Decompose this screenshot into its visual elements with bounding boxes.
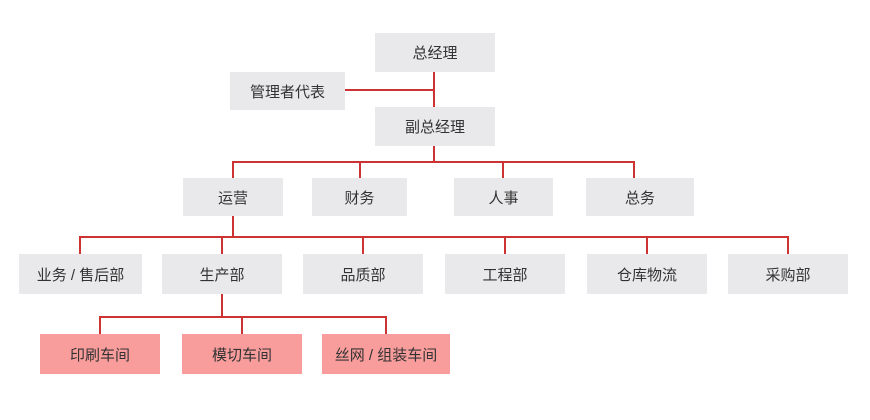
connector-drop-finance [359, 162, 361, 178]
node-quality: 品质部 [303, 254, 423, 294]
connector-drop-engineering [504, 237, 506, 254]
bus-departments [79, 236, 789, 238]
node-sales-after-sales: 业务 / 售后部 [19, 254, 142, 294]
node-hr: 人事 [454, 178, 553, 216]
node-printing-workshop: 印刷车间 [40, 334, 160, 374]
node-operations: 运营 [183, 178, 283, 216]
node-engineering: 工程部 [445, 254, 565, 294]
connector-drop-production [221, 237, 223, 254]
connector-drop-general-affairs [633, 162, 635, 178]
node-deputy-general-manager: 副总经理 [375, 107, 495, 146]
connector-drop-screen-assembly [385, 317, 387, 334]
connector-drop-purchasing [787, 237, 789, 254]
bus-divisions [232, 161, 635, 163]
node-purchasing: 采购部 [728, 254, 848, 294]
connector-drop-printing [99, 317, 101, 334]
connector-operations-to-departments [232, 216, 234, 238]
connector-production-to-workshops [221, 294, 223, 318]
connector-drop-sales-after-sales [79, 237, 81, 254]
node-production: 生产部 [162, 254, 282, 294]
connector-drop-die-cutting [241, 317, 243, 334]
node-general-affairs: 总务 [586, 178, 694, 216]
node-finance: 财务 [312, 178, 407, 216]
connector-drop-quality [362, 237, 364, 254]
connector-drop-hr [502, 162, 504, 178]
connector-drop-operations [232, 162, 234, 178]
bus-workshops [99, 316, 387, 318]
node-die-cutting-workshop: 模切车间 [182, 334, 302, 374]
node-screen-assembly-workshop: 丝网 / 组装车间 [322, 334, 450, 374]
node-management-representative: 管理者代表 [230, 72, 345, 110]
node-warehouse-logistics: 仓库物流 [587, 254, 707, 294]
node-general-manager: 总经理 [375, 33, 495, 72]
connector-management-representative [345, 89, 435, 91]
connector-deputy-to-divisions [433, 146, 435, 163]
connector-drop-warehouse [646, 237, 648, 254]
